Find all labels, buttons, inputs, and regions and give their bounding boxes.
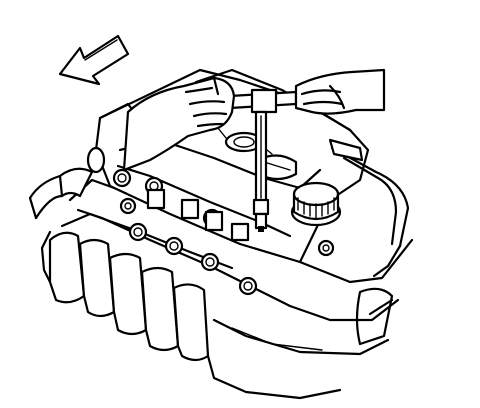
bolt xyxy=(317,239,335,257)
bolt xyxy=(238,276,258,296)
intake-manifold xyxy=(40,212,342,400)
socket-wrench-with-extension xyxy=(228,88,298,232)
boss xyxy=(230,222,250,242)
boss xyxy=(180,198,200,220)
bolt xyxy=(128,222,148,242)
cover-bolts xyxy=(112,168,335,296)
boss xyxy=(204,210,224,232)
boss xyxy=(146,188,166,210)
bolt xyxy=(164,236,184,256)
direction-arrow xyxy=(58,34,130,86)
oil-filler-cap xyxy=(290,181,342,227)
bolt xyxy=(112,168,132,188)
bolt xyxy=(200,252,220,272)
technician-right-hand xyxy=(294,68,386,115)
bolt xyxy=(119,197,137,215)
breather-hoses xyxy=(28,138,410,346)
technician-left-hand xyxy=(122,76,236,172)
